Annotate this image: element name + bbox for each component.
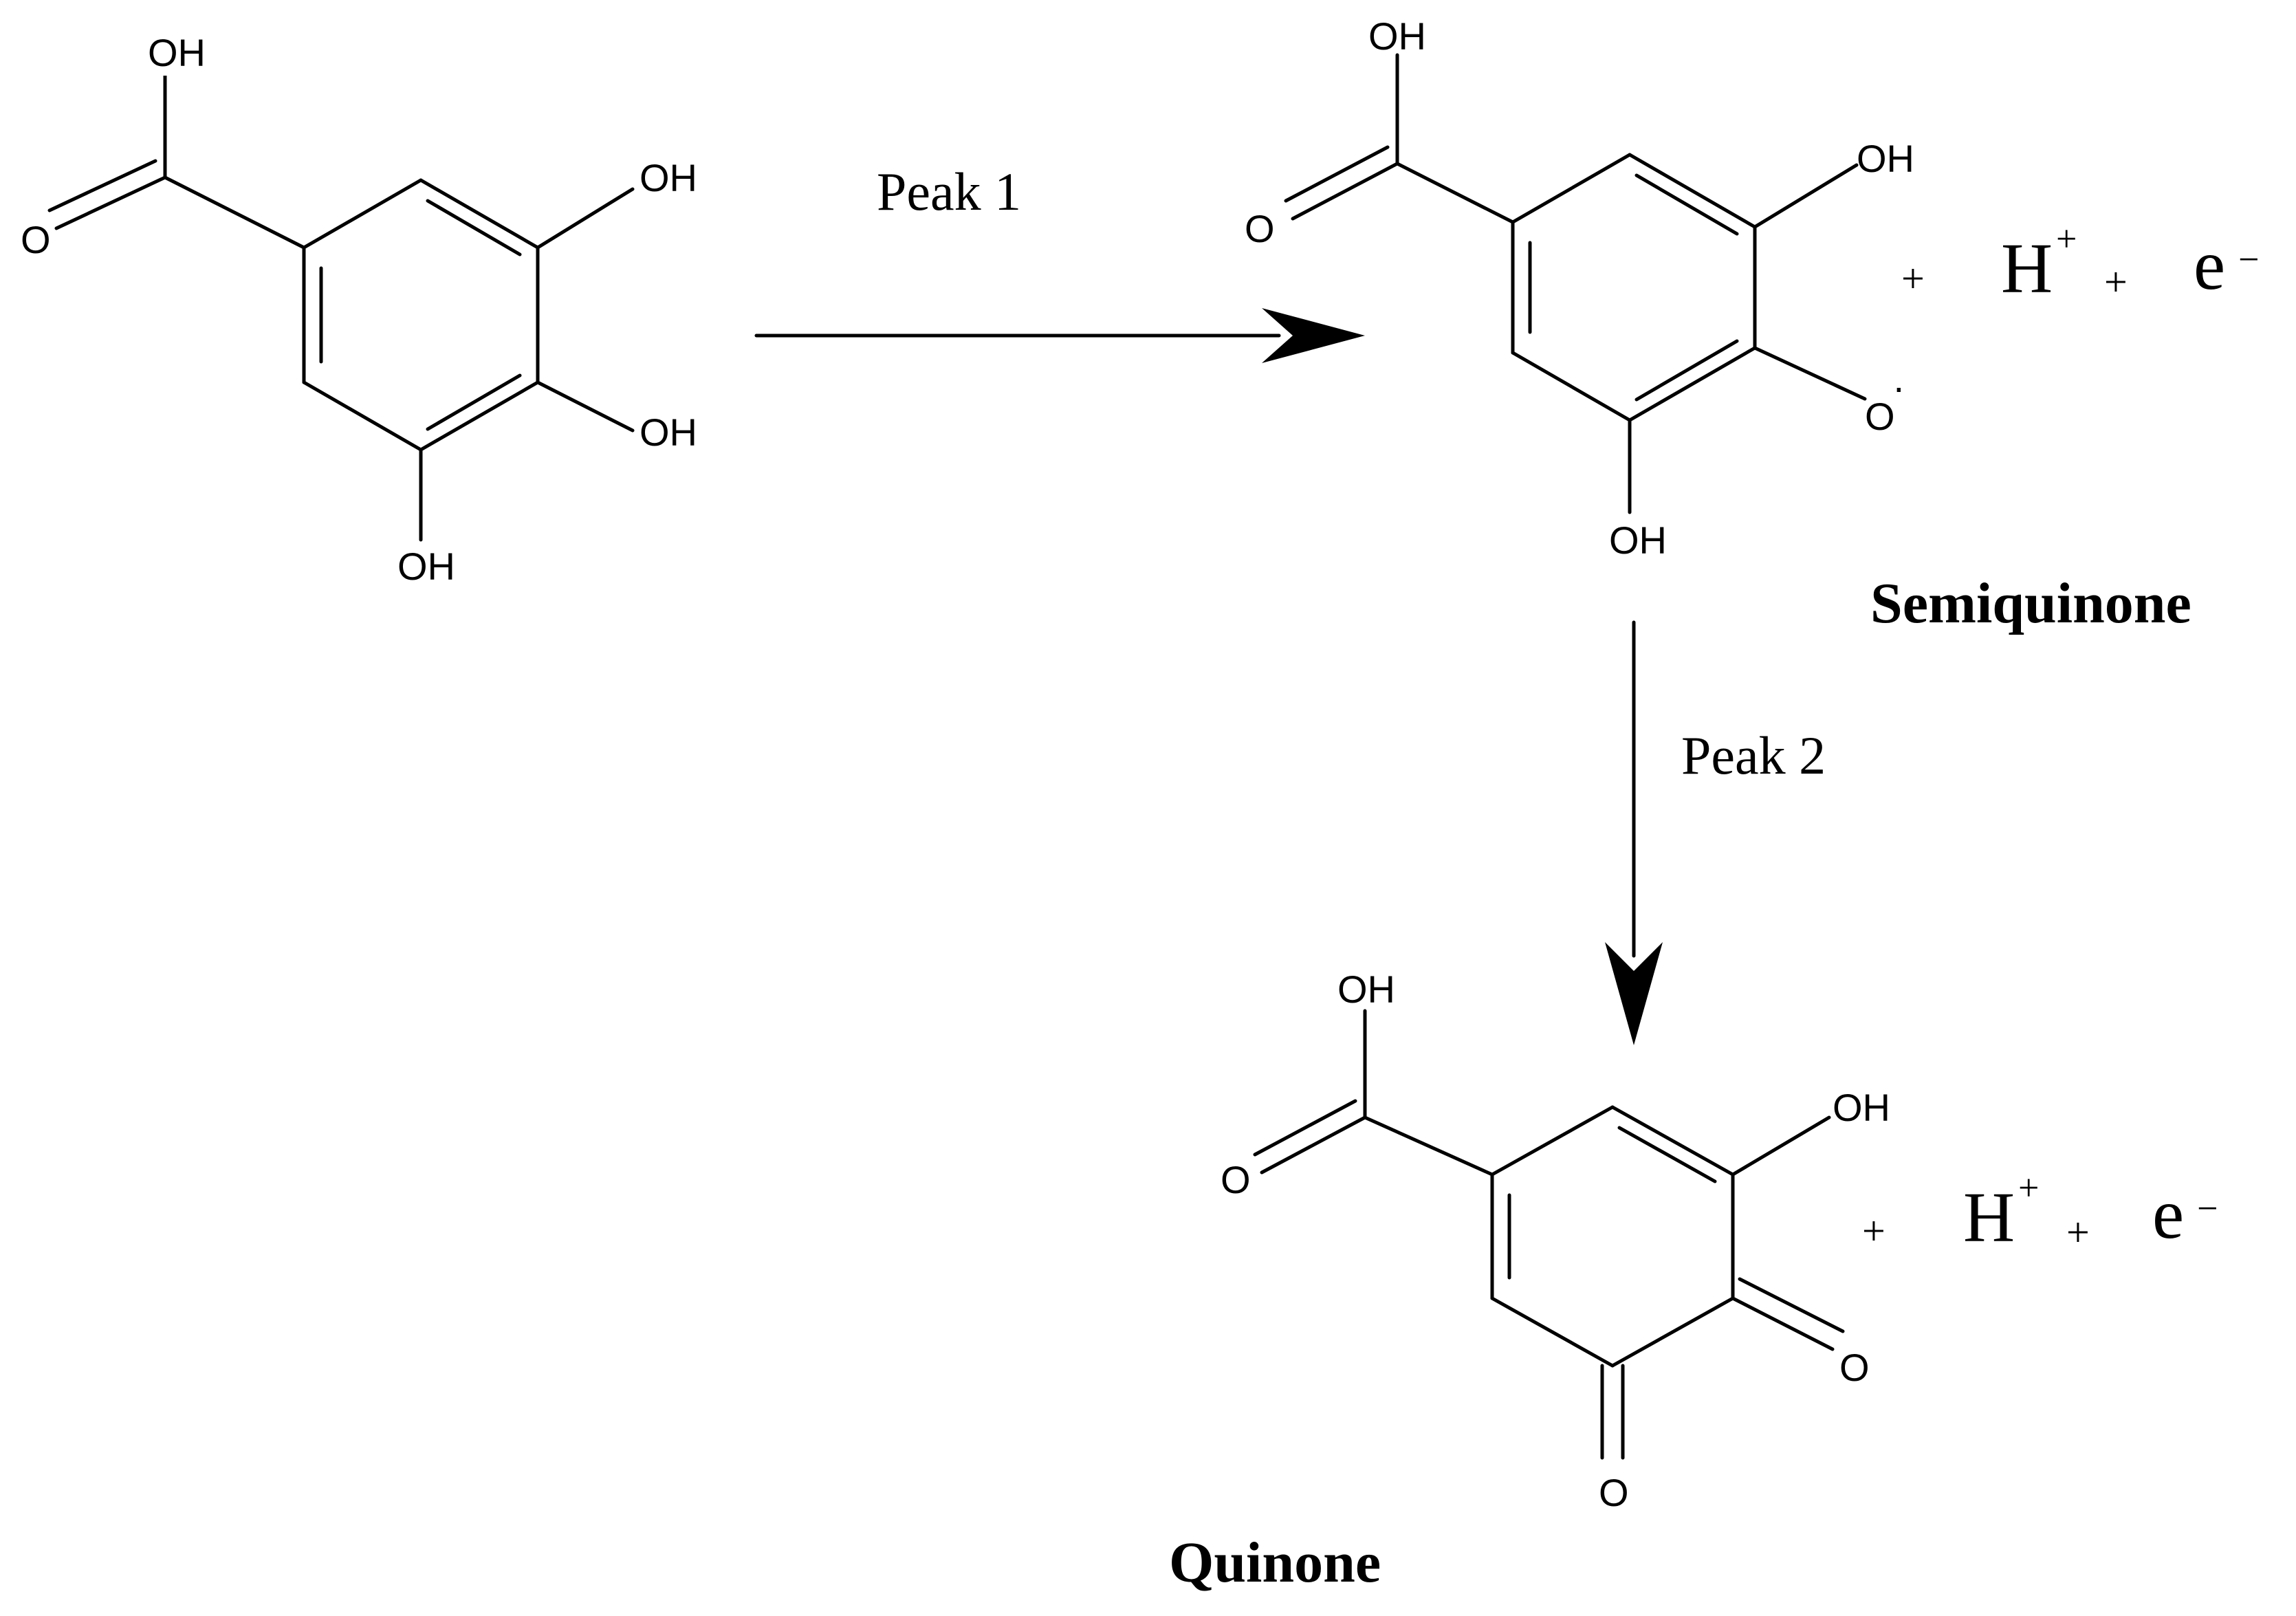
proton-charge: + [2018,1167,2039,1208]
gallic-acid-4-oh-label: OH [639,411,697,454]
quinone-5-o-label: O [1599,1471,1629,1514]
semiquinone-radical-o-label: O [1865,395,1895,438]
peak-2-label: Peak 2 [1681,725,1826,785]
quinone-bonds [1253,1009,1845,1460]
proton-symbol: H [2001,229,2053,308]
peak-1-label: Peak 1 [877,162,1021,221]
electron-symbol: e [2194,226,2225,305]
gallic-acid-5-oh-label: OH [397,545,455,588]
quinone-carbonyl-o-label: O [1221,1158,1251,1201]
quinone-4-o-label: O [1839,1346,1870,1389]
proton-symbol: H [1963,1178,2015,1257]
electron-charge: − [2197,1188,2218,1229]
gallic-acid-carboxyl-oh-label: OH [148,31,206,74]
semiquinone-3-oh-label: OH [1857,137,1914,180]
gallic-acid-bonds [47,70,635,542]
gallic-acid-3-oh-label: OH [639,156,697,199]
semiquinone-radical-dot: · [1892,365,1905,408]
quinone-byproducts: + H + + e − [1862,1167,2218,1257]
gallic-acid-carbonyl-o-label: O [21,218,51,261]
plus-sign: + [1901,256,1925,301]
semiquinone-name-label: Semiquinone [1870,571,2191,635]
reaction-arrow-peak-2 [1605,620,1663,1045]
semiquinone-byproducts: + H + + e − [1901,218,2259,308]
semiquinone-carboxyl-oh-label: OH [1368,14,1426,58]
gallic-acid-structure: OH O OH OH OH [21,28,697,588]
reaction-arrow-peak-1 [754,308,1365,363]
plus-sign: + [2066,1210,2090,1255]
proton-charge: + [2056,218,2077,259]
semiquinone-structure: OH O OH O · OH [1245,14,1914,562]
semiquinone-carbonyl-o-label: O [1245,207,1275,250]
quinone-structure: OH O OH O O [1221,968,1890,1514]
quinone-carboxyl-oh-label: OH [1337,968,1395,1011]
quinone-3-oh-label: OH [1833,1086,1890,1129]
semiquinone-bonds [1284,53,1867,514]
electron-symbol: e [2152,1175,2184,1254]
plus-sign: + [2104,259,2128,305]
electron-charge: − [2238,239,2259,280]
plus-sign: + [1862,1208,1885,1254]
quinone-name-label: Quinone [1169,1531,1381,1595]
semiquinone-5-oh-label: OH [1609,518,1667,562]
